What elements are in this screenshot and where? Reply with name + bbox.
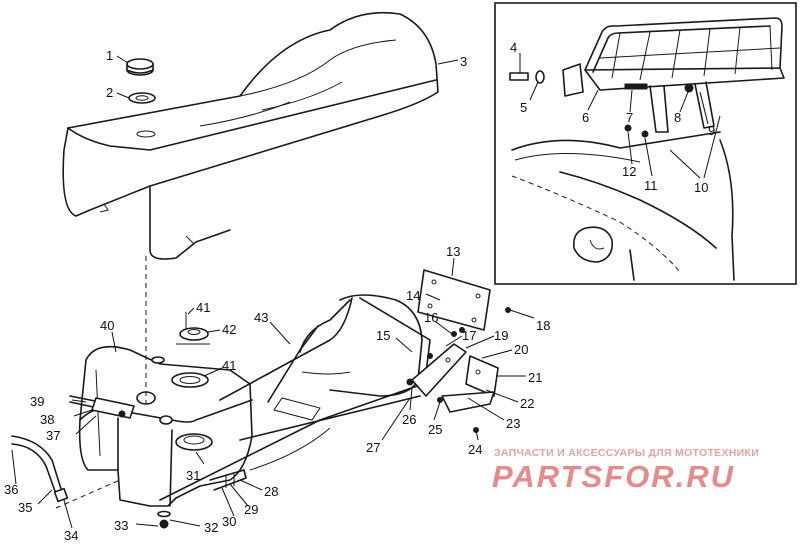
callout-15: 15 [376,328,390,343]
callout-13: 13 [446,244,460,259]
callout-35: 35 [18,500,32,515]
leader-lines [11,53,721,529]
callout-23: 23 [506,416,520,431]
callout-19: 19 [494,328,508,343]
watermark-tagline: ЗАПЧАСТИ И АКСЕССУАРЫ ДЛЯ МОТОТЕХНИКИ [494,447,760,459]
callout-4: 4 [510,40,517,55]
callout-7: 7 [626,110,633,125]
callout-29: 29 [244,502,258,517]
fuel-cap-parts [126,58,156,104]
callout-42: 42 [222,322,236,337]
watermark-logo: PARTSFOR.RU [492,459,736,494]
callout-34: 34 [64,528,78,541]
callout-41a: 41 [196,300,210,315]
callout-27: 27 [366,440,380,455]
callout-26: 26 [402,412,416,427]
callout-16: 16 [424,310,438,325]
callout-11: 11 [644,178,658,193]
callout-6: 6 [582,110,589,125]
callout-5: 5 [520,100,527,115]
callout-39: 39 [30,394,44,409]
callout-41b: 41 [222,358,236,373]
callout-1: 1 [106,48,113,63]
callout-20: 20 [514,342,528,357]
callout-30: 30 [222,514,236,529]
callout-12: 12 [622,164,636,179]
callout-40: 40 [100,318,114,333]
callout-25: 25 [428,422,442,437]
fuel-tank [78,345,253,507]
callout-14: 14 [406,288,420,303]
callout-38: 38 [40,412,54,427]
callout-28: 28 [264,484,278,499]
seat-part [62,11,439,260]
callout-8: 8 [674,110,681,125]
callout-labels: 1 2 3 4 5 6 7 8 9 10 11 12 13 14 15 16 1… [4,40,715,543]
frame-rails [159,294,441,501]
callout-2: 2 [106,85,113,100]
license-plate-bracket [417,269,491,331]
fuel-line [11,256,171,529]
callout-17: 17 [462,328,476,343]
rack-inset [494,2,797,285]
callout-32: 32 [204,520,218,535]
callout-33: 33 [114,518,128,533]
callout-9: 9 [708,123,715,138]
mount-brackets [406,307,511,433]
callout-43: 43 [254,310,268,325]
callout-3: 3 [460,54,467,69]
callout-37: 37 [46,428,60,443]
callout-10: 10 [694,180,708,195]
callout-31: 31 [186,468,200,483]
callout-22: 22 [520,396,534,411]
callout-18: 18 [536,318,550,333]
callout-36: 36 [4,482,18,497]
callout-21: 21 [528,370,542,385]
fuel-pump-parts [171,312,210,388]
callout-24: 24 [468,442,482,457]
